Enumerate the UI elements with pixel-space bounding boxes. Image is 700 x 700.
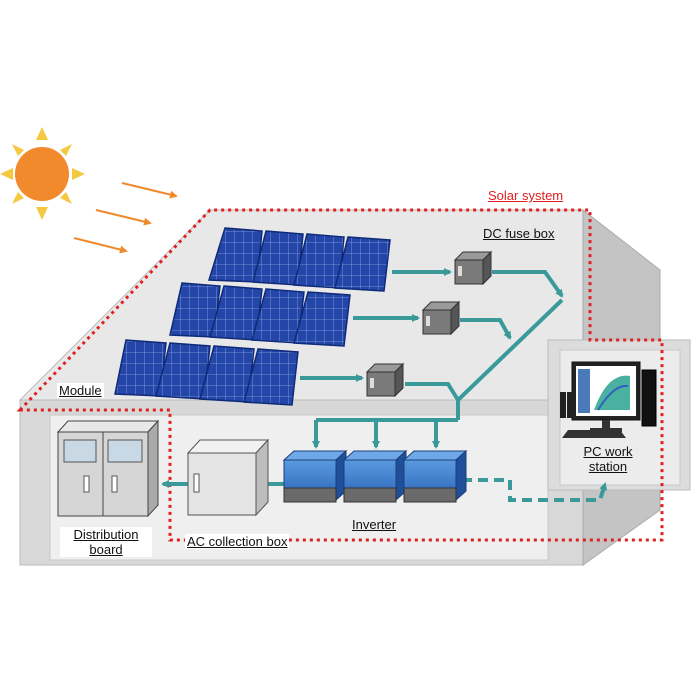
pc-work-station-label-line2: station [588,459,628,474]
dc-fuse-box-label: DC fuse box [483,226,555,241]
solar-panel-icon [243,348,299,406]
distribution-board-label: Distribution board [60,527,152,557]
solar-panel-icon [334,236,391,292]
inverter-icon [282,449,348,503]
inverter-icon [342,449,408,503]
pc-workstation-icon [560,361,657,438]
panel-row-1 [207,227,391,292]
ac-collection-box-icon [186,438,270,517]
sun-icon [0,127,85,220]
distribution-board-label-line1: Distribution [73,527,139,542]
panel-row-3 [114,339,299,406]
pc-work-station-label-line1: PC work [583,444,633,459]
distribution-board-icon [56,419,160,518]
solar-panel-array [114,227,391,406]
panel-row-2 [169,282,351,347]
dc-fuse-box-icon [365,362,405,398]
dc-fuse-box-icon [453,250,493,286]
solar-system-label: Solar system [488,188,564,203]
dc-fuse-box-icon [421,300,461,336]
distribution-board-label-line2: board [89,542,123,557]
solar-panel-icon [293,291,351,347]
sun-rays [73,182,178,254]
pc-work-station-label: PC work station [578,444,638,474]
inverter-icon [402,449,468,503]
dc-fuse-boxes [365,250,493,398]
inverters [282,449,468,503]
ac-collection-box-label: AC collection box [185,534,290,549]
module-label: Module [57,383,104,398]
inverter-label: Inverter [352,517,397,532]
power-flow-arrows [161,268,608,502]
